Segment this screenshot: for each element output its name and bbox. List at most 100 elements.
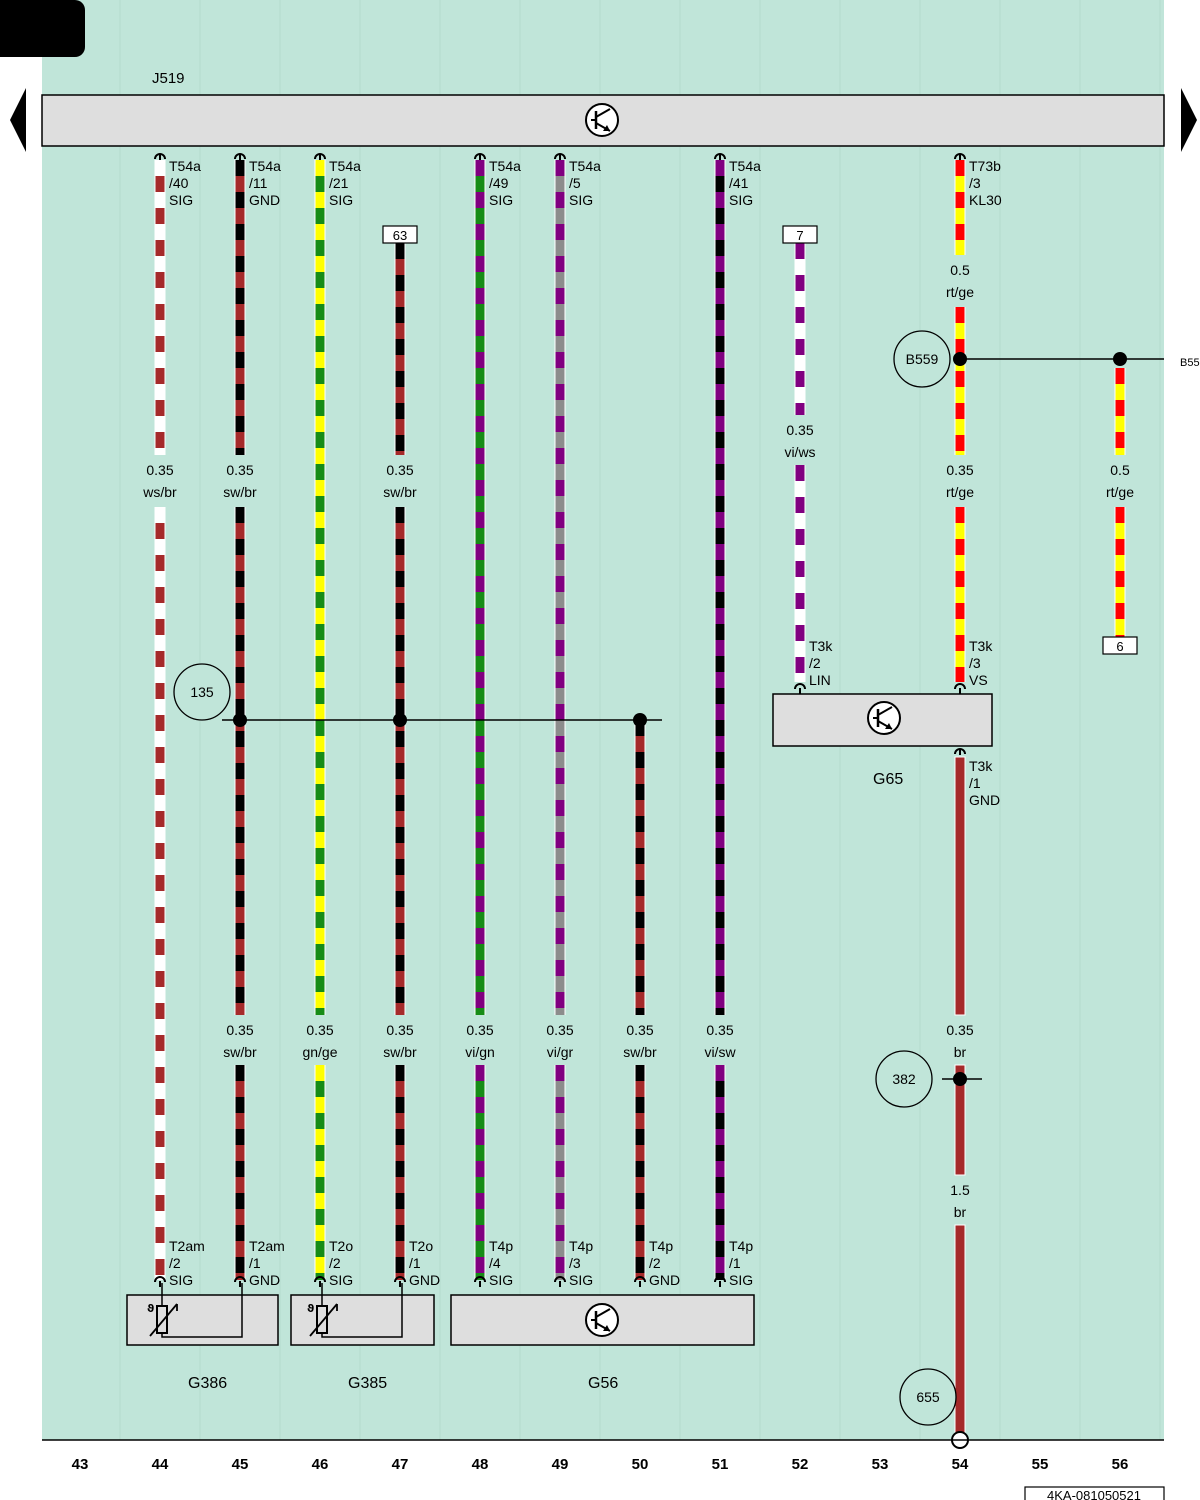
wire-segment xyxy=(554,160,566,1015)
wire-stripe xyxy=(315,240,325,256)
pin-label: GND xyxy=(409,1272,440,1288)
wire-stripe xyxy=(235,923,245,939)
wire-stripe xyxy=(555,608,565,624)
junction-ref-label: 382 xyxy=(892,1071,916,1087)
wire-stripe xyxy=(555,208,565,224)
next-page-arrow[interactable] xyxy=(1181,88,1197,152)
wire-stripe xyxy=(715,752,725,768)
wire-stripe xyxy=(795,291,805,307)
pin-label: GND xyxy=(249,192,280,208)
wire-stripe xyxy=(555,960,565,976)
wire-stripe xyxy=(555,768,565,784)
wire-stripe xyxy=(155,256,165,272)
wire-stripe xyxy=(395,1145,405,1161)
wire-stripe xyxy=(235,1113,245,1129)
wire-stripe xyxy=(715,560,725,576)
wire-stripe xyxy=(235,555,245,571)
wire-stripe xyxy=(235,1129,245,1145)
wire-stripe xyxy=(955,387,965,403)
wire-stripe xyxy=(715,704,725,720)
wire-stripe xyxy=(235,779,245,795)
wire-stripe xyxy=(715,1225,725,1241)
wire-stripe xyxy=(315,672,325,688)
wire-stripe xyxy=(315,448,325,464)
wire-stripe xyxy=(555,1065,565,1081)
wire-stripe xyxy=(715,352,725,368)
wire-stripe xyxy=(635,832,645,848)
connector-pin-icon xyxy=(794,683,806,690)
wire-stripe xyxy=(235,683,245,699)
wire-segment xyxy=(954,307,966,455)
wire-stripe xyxy=(395,907,405,923)
wire-stripe xyxy=(315,896,325,912)
junction-dot xyxy=(953,352,967,366)
wire-color-label: sw/br xyxy=(223,484,257,500)
pin-label: /21 xyxy=(329,175,349,191)
wire-stripe xyxy=(715,432,725,448)
wire-stripe xyxy=(555,1097,565,1113)
wire-stripe xyxy=(475,1225,485,1241)
wire-stripe xyxy=(395,1003,405,1015)
pin-label: T4p xyxy=(729,1238,753,1254)
wire-stripe xyxy=(555,1145,565,1161)
column-number: 44 xyxy=(152,1456,169,1473)
wire-stripe xyxy=(1115,523,1125,539)
wire-stripe xyxy=(475,544,485,560)
wire-stripe xyxy=(395,1177,405,1193)
wire-stripe xyxy=(155,1083,165,1099)
wire-stripe xyxy=(555,224,565,240)
wire-stripe xyxy=(475,688,485,704)
wire-stripe xyxy=(155,843,165,859)
wire-stripe xyxy=(635,816,645,832)
wire-stripe xyxy=(155,1051,165,1067)
wire-stripe xyxy=(555,288,565,304)
wire-stripe xyxy=(155,827,165,843)
connector-pin-icon xyxy=(394,1276,406,1283)
wire-stripe xyxy=(955,451,965,455)
wire-stripe xyxy=(395,971,405,987)
wire-stripe xyxy=(395,1209,405,1225)
wire-stripe xyxy=(235,448,245,455)
pin-label: SIG xyxy=(729,192,753,208)
wire-stripe xyxy=(235,763,245,779)
wire-stripe xyxy=(315,1129,325,1145)
wire-stripe xyxy=(475,848,485,864)
wire-stripe xyxy=(395,1193,405,1209)
wire-stripe xyxy=(715,864,725,880)
wire-stripe xyxy=(715,272,725,288)
column-number: 47 xyxy=(392,1456,409,1473)
previous-page-arrow[interactable] xyxy=(10,88,26,152)
wire-stripe xyxy=(715,832,725,848)
wire-stripe xyxy=(1115,555,1125,571)
wire-stripe xyxy=(155,1259,165,1275)
wire-stripe xyxy=(155,779,165,795)
wire-stripe xyxy=(395,603,405,619)
wire-stripe xyxy=(315,704,325,720)
junction-ref-circle xyxy=(899,1368,957,1426)
wire-size-label: 0.5 xyxy=(950,262,970,278)
wire-stripe xyxy=(475,1145,485,1161)
wire-stripe xyxy=(475,592,485,608)
wire-stripe xyxy=(315,1209,325,1225)
wire-stripe xyxy=(715,1257,725,1273)
wire-stripe xyxy=(395,355,405,371)
wire-stripe xyxy=(315,832,325,848)
wire-stripe xyxy=(555,304,565,320)
wire-stripe xyxy=(555,1225,565,1241)
wire-stripe xyxy=(715,480,725,496)
connector-pin-icon xyxy=(234,1276,246,1283)
wire-stripe xyxy=(315,688,325,704)
wire-stripe xyxy=(475,1257,485,1273)
wire-stripe xyxy=(1115,432,1125,448)
pin-label: /11 xyxy=(249,175,268,191)
wire-stripe xyxy=(475,160,485,176)
wire-stripe xyxy=(555,1113,565,1129)
wire-stripe xyxy=(475,928,485,944)
pin-label: T4p xyxy=(489,1238,513,1254)
wire-stripe xyxy=(475,864,485,880)
wire-stripe xyxy=(155,1019,165,1035)
wire-stripe xyxy=(395,987,405,1003)
wire-stripe xyxy=(395,1097,405,1113)
pin-label: T3k xyxy=(809,638,833,654)
wire-stripe xyxy=(315,752,325,768)
